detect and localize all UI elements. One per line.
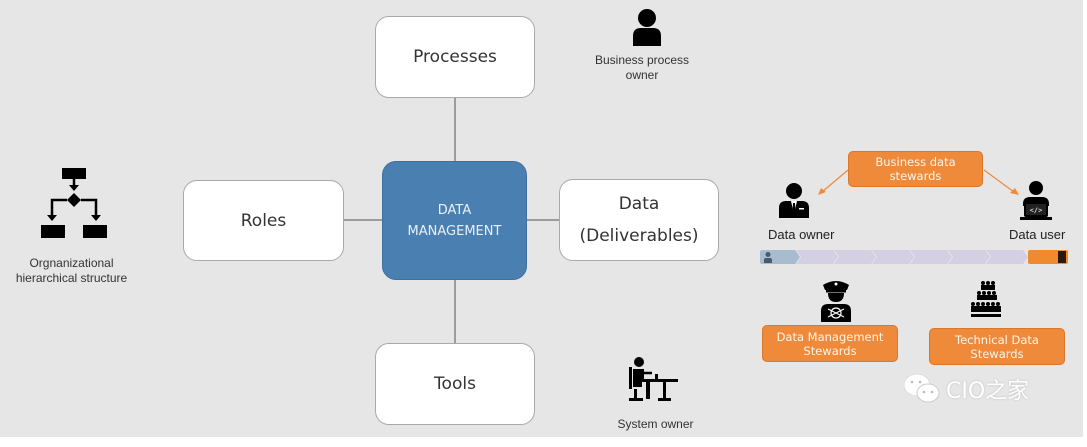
steward-arrows: [818, 169, 1019, 195]
connector-bottom: [454, 280, 456, 343]
process-step: [948, 250, 990, 264]
watermark: CIO之家: [902, 372, 1029, 406]
process-step: [910, 250, 952, 264]
data-management-node: DATA MANAGEMENT: [382, 161, 527, 280]
tools-node: Tools: [375, 343, 535, 425]
process-step: [986, 250, 1028, 264]
center-line2: MANAGEMENT: [407, 223, 502, 239]
developer-laptop-icon: </>: [1020, 181, 1052, 220]
data-management-stewards-box: Data Management Stewards: [762, 325, 898, 362]
connector-top: [454, 98, 456, 161]
connector-right: [527, 219, 559, 221]
person-icon: [633, 9, 661, 46]
org-chart-icon: [41, 168, 107, 238]
strip-end-icon: [1058, 251, 1066, 263]
technical-data-stewards-box: Technical Data Stewards: [929, 328, 1065, 365]
roles-label: Roles: [240, 210, 287, 231]
user-tile-icon: [764, 252, 772, 263]
org-structure-label: Orgnanizational hierarchical structure: [15, 256, 128, 285]
watermark-text: CIO之家: [946, 379, 1030, 404]
system-owner-label: System owner: [617, 417, 694, 431]
diagram-canvas: DATA MANAGEMENT Processes Roles Data (De…: [0, 0, 1083, 437]
wechat-icon: [903, 373, 940, 403]
roles-node: Roles: [183, 180, 344, 261]
data-label: Data: [618, 194, 660, 214]
svg-text:</>: </>: [1030, 207, 1043, 215]
process-step: [796, 250, 838, 264]
tools-label: Tools: [434, 374, 476, 394]
processes-label: Processes: [413, 47, 497, 67]
business-process-owner-label: Business process owner: [594, 53, 690, 82]
process-step: [834, 250, 876, 264]
data-process-strip: [760, 250, 1076, 264]
center-line1: DATA: [437, 202, 472, 218]
data-user-label: Data user: [1009, 227, 1066, 242]
captain-icon: [821, 281, 851, 322]
crowd-icon: [971, 281, 1001, 317]
person-at-desk-icon: [629, 357, 678, 401]
data-owner-label: Data owner: [768, 227, 835, 242]
data-deliverables-node: Data (Deliverables): [559, 179, 719, 261]
connector-left: [344, 219, 382, 221]
processes-node: Processes: [375, 16, 535, 98]
business-data-stewards-box: Business data stewards: [848, 151, 983, 187]
process-step: [872, 250, 914, 264]
businessman-icon: [779, 183, 809, 218]
deliverables-label: (Deliverables): [579, 226, 699, 246]
